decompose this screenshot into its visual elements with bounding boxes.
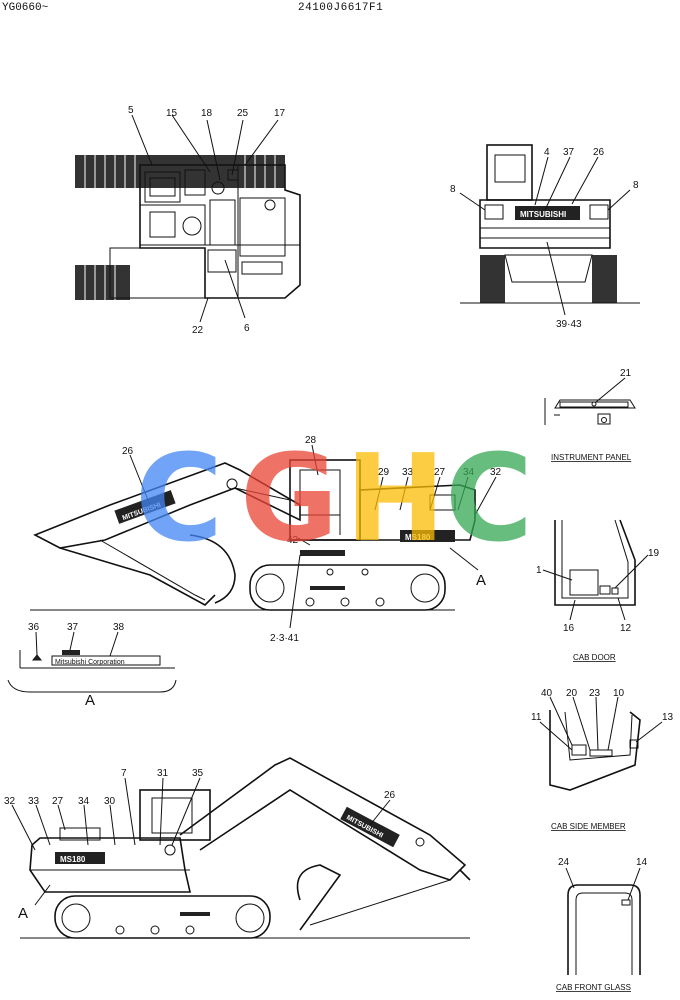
cab-door-caption: CAB DOOR: [573, 653, 616, 662]
callout-16: 16: [563, 623, 575, 634]
callout-40: 40: [541, 688, 553, 699]
callout-13: 13: [662, 712, 674, 723]
rear-view-leaders: [459, 156, 631, 316]
callout-22: 22: [192, 325, 204, 336]
watermark-logo: C G H C: [135, 430, 533, 569]
callout-7: 7: [121, 768, 127, 779]
callout-39-43: 39·43: [556, 319, 582, 330]
watermark-letter-1: C: [135, 430, 223, 569]
callout-36: 36: [28, 622, 40, 633]
callout-32-left: 32: [490, 467, 502, 478]
callout-42: 42: [287, 535, 299, 546]
callout-20: 20: [566, 688, 578, 699]
watermark-letter-2: G: [240, 430, 339, 569]
callout-27-right: 27: [52, 796, 64, 807]
instrument-panel-caption: INSTRUMENT PANEL: [551, 453, 632, 462]
callout-26: 26: [593, 147, 605, 158]
callout-19: 19: [648, 548, 660, 559]
callout-37: 37: [563, 147, 575, 158]
callout-34-left: 34: [463, 467, 475, 478]
watermark-letter-4: C: [445, 430, 533, 569]
right-side-leaders: [11, 777, 391, 906]
right-side-view: MS180 MITSUBISHI 32 33 27: [4, 757, 471, 939]
callout-26-right: 26: [384, 790, 396, 801]
callout-26-left: 26: [122, 446, 134, 457]
callout-17: 17: [274, 108, 286, 119]
cab-door-detail: 1 19 16 12 CAB DOOR: [536, 519, 660, 662]
detail-a: Mitsubishi Corporation 36 37 38 A: [7, 622, 177, 709]
callout-6: 6: [244, 323, 250, 334]
callout-14: 14: [636, 857, 648, 868]
left-side-leaders: [129, 444, 497, 629]
section-a-marker-right: A: [18, 905, 28, 922]
callout-21: 21: [620, 368, 632, 379]
callout-1: 1: [536, 565, 542, 576]
callout-32-right: 32: [4, 796, 16, 807]
maker-plate-text: Mitsubishi Corporation: [55, 659, 125, 666]
cab-front-glass-detail: 24 14 CAB FRONT GLASS: [556, 857, 648, 992]
callout-11: 11: [531, 712, 542, 723]
callout-2-3-41: 2·3·41: [270, 633, 299, 644]
drawing-number: 24100J6617F1: [298, 2, 384, 14]
callout-15: 15: [166, 108, 178, 119]
callout-12: 12: [620, 623, 632, 634]
callout-5: 5: [128, 105, 134, 116]
callout-33-left: 33: [402, 467, 414, 478]
callout-37-detail: 37: [67, 622, 79, 633]
left-model-badge: MS180: [405, 533, 431, 542]
callout-34-right: 34: [78, 796, 90, 807]
callout-24: 24: [558, 857, 570, 868]
instrument-panel-detail: 21 INSTRUMENT PANEL: [544, 368, 636, 462]
callout-38: 38: [113, 622, 125, 633]
callout-31: 31: [157, 768, 169, 779]
callout-18: 18: [201, 108, 213, 119]
right-model-badge: MS180: [60, 855, 86, 864]
callout-28: 28: [305, 435, 317, 446]
detail-a-letter: A: [85, 692, 95, 709]
left-side-view: MITSUBISHI MS180: [30, 435, 502, 644]
watermark-letter-3: H: [345, 430, 445, 569]
callout-25: 25: [237, 108, 249, 119]
top-view-leaders: [131, 114, 279, 323]
drawing-code-left: YG0660~: [2, 2, 49, 14]
callout-29: 29: [378, 467, 390, 478]
callout-27-left: 27: [434, 467, 446, 478]
cab-side-member-detail: 40 20 23 10 11 13 CAB SIDE MEMBER: [531, 688, 674, 831]
cab-front-glass-caption: CAB FRONT GLASS: [556, 983, 631, 992]
top-view: 5 15 18 25 17 22 6: [75, 105, 301, 336]
callout-8-right: 8: [633, 180, 639, 191]
cab-side-member-caption: CAB SIDE MEMBER: [551, 822, 626, 831]
callout-30: 30: [104, 796, 116, 807]
rear-view: MITSUBISHI 4 37 26 8 8 39·43: [450, 144, 640, 330]
callout-10: 10: [613, 688, 625, 699]
callout-8-left: 8: [450, 184, 456, 195]
callout-33-right: 33: [28, 796, 40, 807]
callout-23: 23: [589, 688, 601, 699]
callout-4: 4: [544, 147, 550, 158]
rear-counterweight-logo: MITSUBISHI: [520, 210, 566, 219]
section-a-marker: A: [476, 572, 486, 589]
callout-35: 35: [192, 768, 204, 779]
